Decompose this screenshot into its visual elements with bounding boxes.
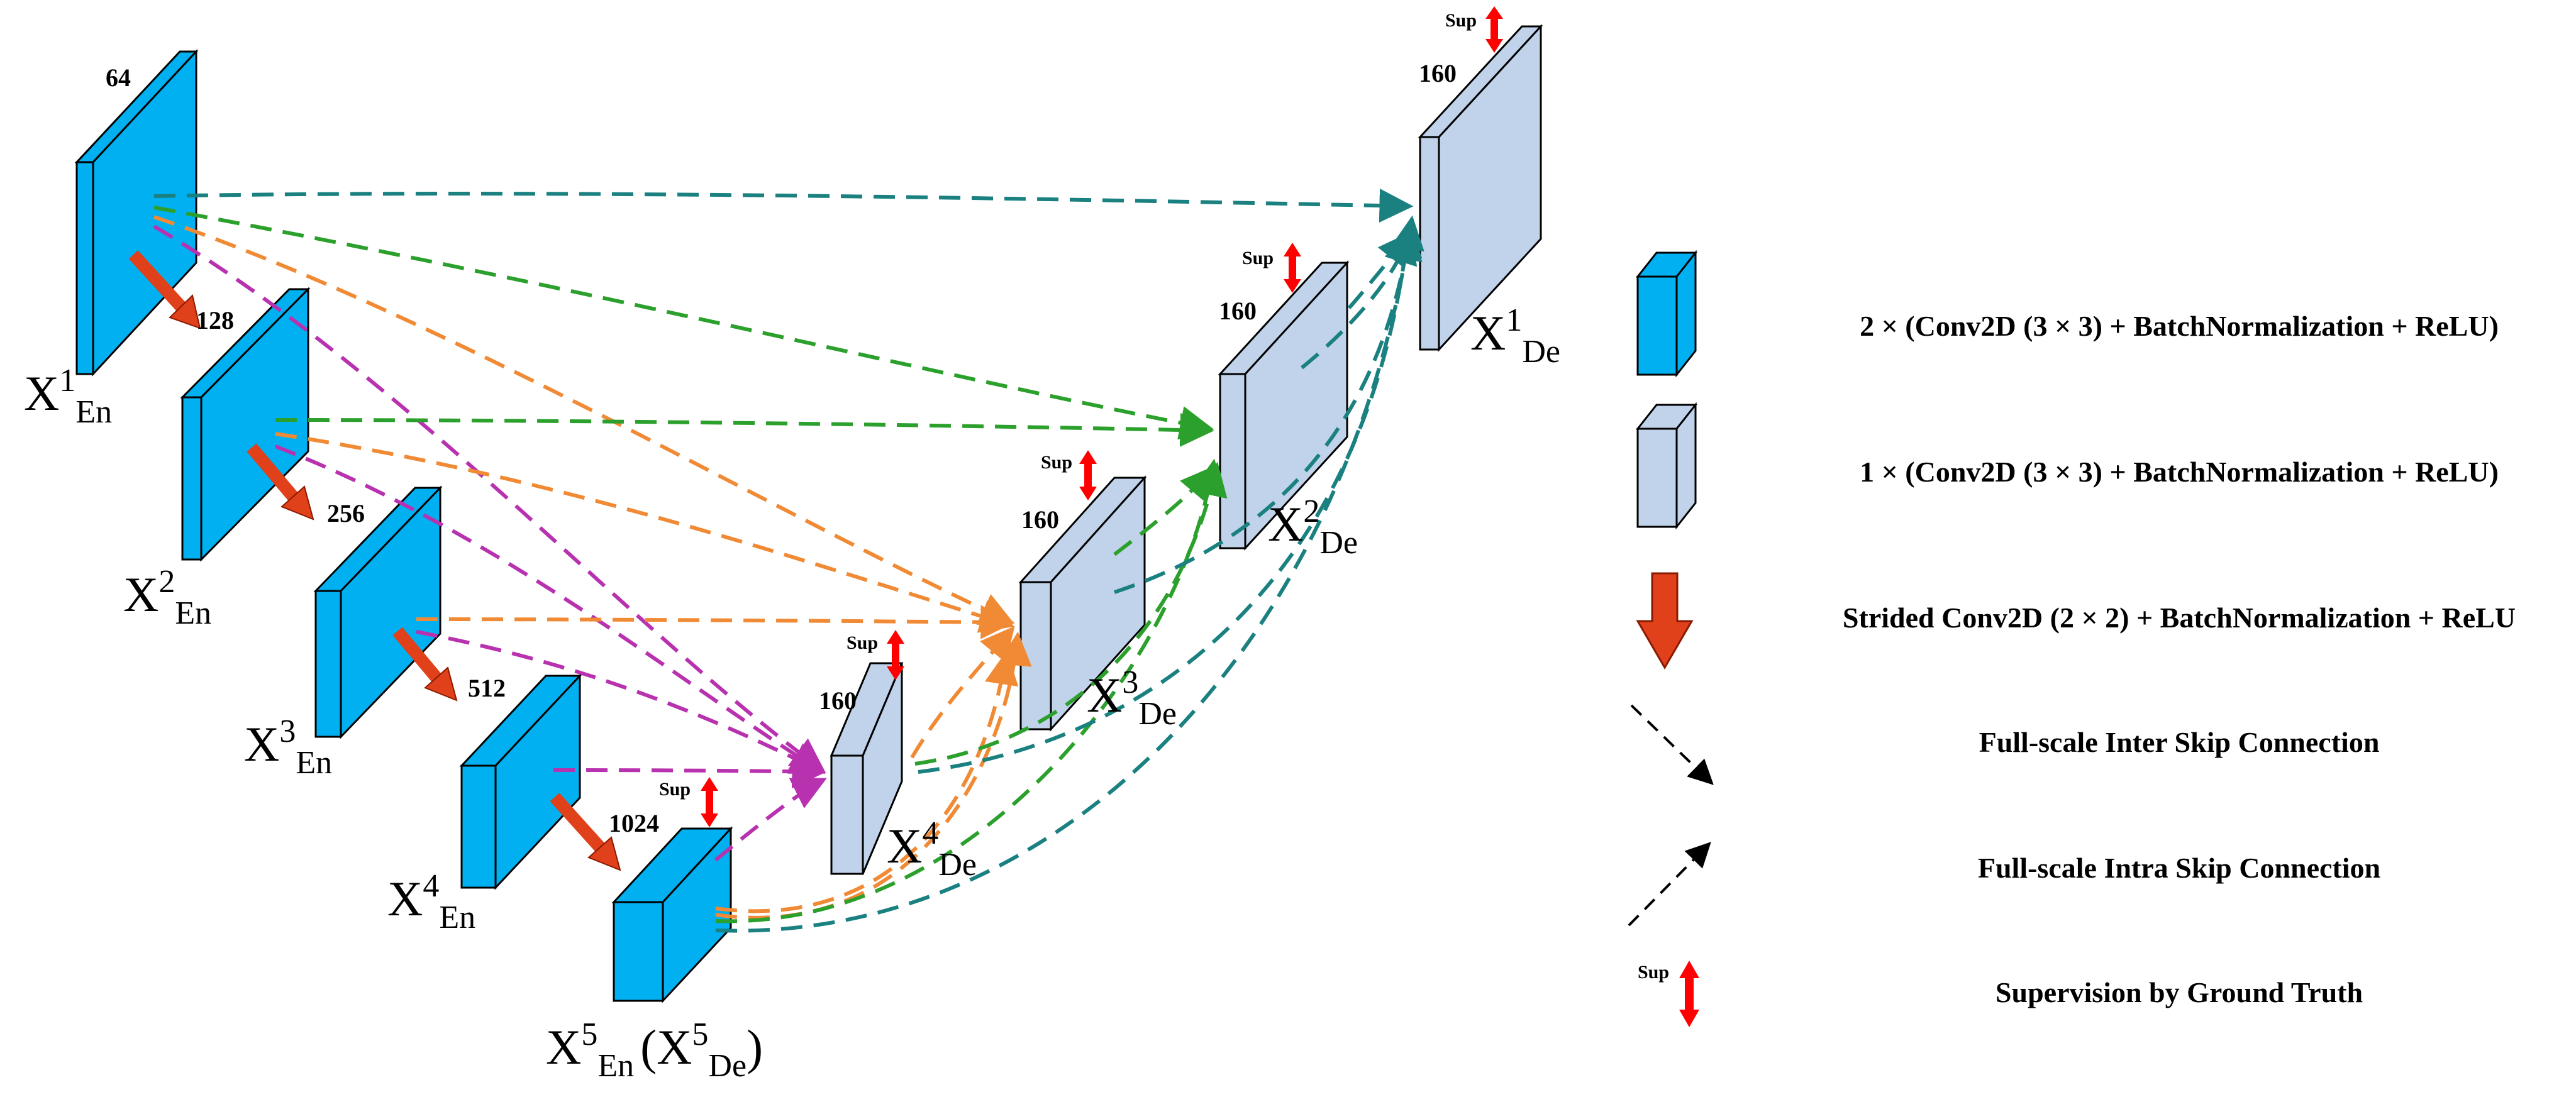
sup-labels: Sup Sup Sup Sup Sup xyxy=(659,10,1477,800)
sup-arrow-de2 xyxy=(1284,243,1301,293)
sup-label-de2: Sup xyxy=(1242,248,1274,268)
label-en4: X4En xyxy=(387,868,475,935)
encoder-block-icon xyxy=(1635,250,1698,378)
encoder-block-1 xyxy=(74,49,199,377)
channels-en3: 256 xyxy=(327,499,365,527)
decoder-block-3 xyxy=(1018,475,1147,732)
channels-de4: 160 xyxy=(819,686,857,715)
skip-en3-de4 xyxy=(416,630,826,774)
skip-de2-de1-b xyxy=(1347,231,1413,309)
label-en1: X1En xyxy=(24,363,112,430)
channels-de3: 160 xyxy=(1021,505,1059,534)
channels-de2: 160 xyxy=(1219,297,1257,325)
sup-arrow-de4 xyxy=(887,630,904,680)
supervision-arrow-icon: Sup xyxy=(1638,961,1699,1027)
encoder-block-5 xyxy=(611,826,733,1003)
skip-en1-de4 xyxy=(153,224,826,773)
sup-label-en5: Sup xyxy=(659,779,691,800)
skip-en2-de4 xyxy=(274,444,826,774)
down-arrow-4 xyxy=(550,793,621,871)
skip-en2-de2 xyxy=(275,412,1214,447)
channel-counts: 64 128 256 512 1024 160 160 160 160 xyxy=(106,59,1457,837)
skip-de3-de2 xyxy=(1113,465,1215,556)
channels-de1: 160 xyxy=(1419,59,1457,87)
sup-label-de4: Sup xyxy=(847,632,878,653)
encoder-block-3 xyxy=(313,485,443,739)
down-arrow-1 xyxy=(128,250,201,329)
legend: 2 × (Conv2D (3 × 3) + BatchNormalization… xyxy=(1628,250,2516,1027)
decoder-block-4 xyxy=(830,662,904,875)
channels-en5: 1024 xyxy=(609,809,659,837)
channels-en2: 128 xyxy=(196,306,234,334)
down-arrow-icon xyxy=(1636,572,1694,670)
label-de3: X3De xyxy=(1087,664,1177,732)
sup-arrow-en5 xyxy=(701,777,718,827)
label-de1: X1De xyxy=(1470,302,1560,370)
skip-en5-de3-a xyxy=(715,650,1019,913)
dashed-up-arrow-icon xyxy=(1628,842,1711,927)
down-arrow-2 xyxy=(247,443,314,521)
skip-en1-de1 xyxy=(153,189,1414,223)
legend-text-1: 2 × (Conv2D (3 × 3) + BatchNormalization… xyxy=(1860,310,2499,342)
channels-en4: 512 xyxy=(468,674,506,702)
supervision-arrows xyxy=(701,6,1503,827)
downsample-arrows xyxy=(128,250,621,871)
channels-en1: 64 xyxy=(106,63,131,92)
legend-text-6: Supervision by Ground Truth xyxy=(1996,976,2363,1008)
label-en2: X2En xyxy=(123,564,211,631)
skip-en4-de4 xyxy=(553,754,826,789)
sup-arrow-de1 xyxy=(1485,6,1503,53)
skip-de4-de3 xyxy=(910,626,1015,759)
encoder-block-2 xyxy=(180,287,311,562)
decoder-block-2 xyxy=(1218,260,1350,551)
skip-de4-de1 xyxy=(918,223,1423,774)
sup-label-de3: Sup xyxy=(1041,452,1072,473)
label-en5: X5En(X5De) xyxy=(546,1017,763,1084)
sup-label-de1: Sup xyxy=(1445,10,1477,31)
label-en3: X3En xyxy=(244,714,332,781)
label-de2: X2De xyxy=(1268,493,1358,561)
skip-en3-de3 xyxy=(416,605,1015,639)
legend-text-5: Full-scale Intra Skip Connection xyxy=(1978,852,2380,884)
encoder-block-4 xyxy=(459,673,582,890)
down-arrow-3 xyxy=(392,627,458,702)
skip-en1-de3 xyxy=(153,215,1014,625)
skip-connections xyxy=(153,189,1424,933)
skip-de3-de1 xyxy=(1114,226,1423,594)
legend-text-2: 1 × (Conv2D (3 × 3) + BatchNormalization… xyxy=(1860,456,2499,488)
skip-en5-de4 xyxy=(714,778,827,862)
skip-en2-de3 xyxy=(275,432,1015,633)
legend-sup-label: Sup xyxy=(1638,962,1669,983)
label-de4: X4De xyxy=(887,815,977,883)
dashed-down-arrow-icon xyxy=(1630,704,1714,785)
decoder-block-1 xyxy=(1418,24,1543,352)
legend-text-3: Strided Conv2D (2 × 2) + BatchNormalizat… xyxy=(1843,602,2516,634)
sup-arrow-de3 xyxy=(1079,450,1097,500)
skip-en1-de2 xyxy=(153,206,1214,440)
legend-text-4: Full-scale Inter Skip Connection xyxy=(1979,726,2380,758)
decoder-block-icon xyxy=(1635,402,1698,530)
